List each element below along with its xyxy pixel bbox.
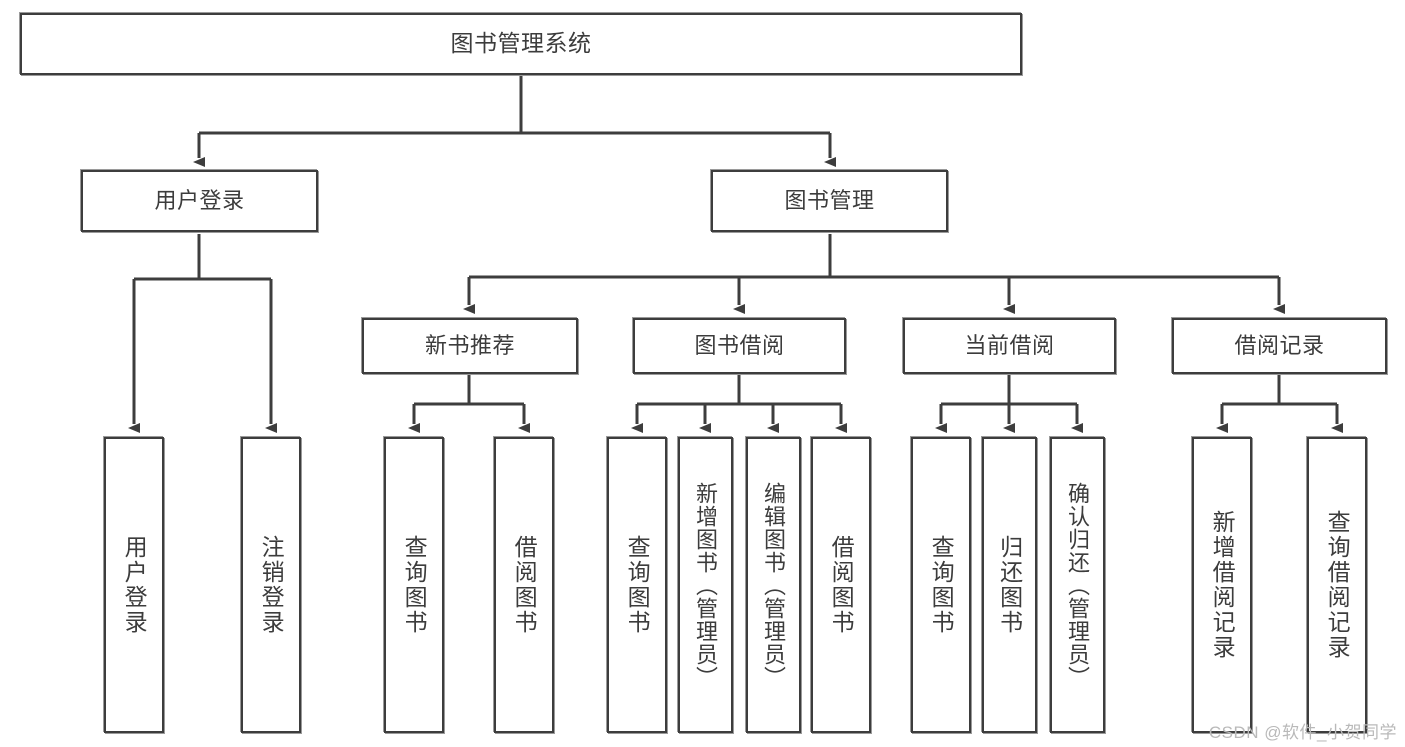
node-label: 图书管理	[784, 188, 875, 214]
node-leaf-query-book-borrow[interactable]: 查询图书	[607, 437, 667, 733]
node-label: 借阅图书	[511, 535, 538, 635]
node-book-management[interactable]: 图书管理	[711, 170, 948, 232]
node-label: 查询图书	[401, 535, 428, 635]
node-label: 查询图书	[624, 535, 651, 635]
node-current-borrow[interactable]: 当前借阅	[903, 318, 1116, 374]
node-new-book-recommend[interactable]: 新书推荐	[362, 318, 578, 374]
node-leaf-user-login[interactable]: 用户登录	[104, 437, 164, 733]
node-user-login[interactable]: 用户登录	[81, 170, 318, 232]
node-label: 用户登录	[121, 535, 148, 635]
node-leaf-confirm-return-admin[interactable]: 确认归还（管理员）	[1050, 437, 1105, 733]
node-label: 编辑图书（管理员）	[761, 481, 787, 689]
node-label: 新增借阅记录	[1209, 510, 1236, 660]
node-label: 查询借阅记录	[1324, 510, 1351, 660]
watermark-text: CSDN @软件_小贺同学	[1208, 723, 1397, 742]
node-leaf-borrow-book-recommend[interactable]: 借阅图书	[494, 437, 554, 733]
node-label: 查询图书	[928, 535, 955, 635]
node-label: 用户登录	[154, 188, 245, 214]
node-label: 图书借阅	[694, 333, 785, 359]
node-leaf-query-borrow-record[interactable]: 查询借阅记录	[1307, 437, 1367, 733]
node-label: 借阅记录	[1234, 333, 1325, 359]
node-leaf-logout[interactable]: 注销登录	[241, 437, 301, 733]
node-leaf-edit-book-admin[interactable]: 编辑图书（管理员）	[746, 437, 801, 733]
node-leaf-add-borrow-record[interactable]: 新增借阅记录	[1192, 437, 1252, 733]
node-label: 当前借阅	[964, 333, 1055, 359]
node-borrow-record[interactable]: 借阅记录	[1172, 318, 1387, 374]
node-label: 确认归还（管理员）	[1065, 481, 1091, 689]
node-leaf-query-book-recommend[interactable]: 查询图书	[384, 437, 444, 733]
node-book-borrow[interactable]: 图书借阅	[633, 318, 846, 374]
node-leaf-add-book-admin[interactable]: 新增图书（管理员）	[678, 437, 733, 733]
node-leaf-borrow-book[interactable]: 借阅图书	[811, 437, 871, 733]
node-root-system[interactable]: 图书管理系统	[20, 13, 1022, 75]
node-label: 图书管理系统	[450, 30, 592, 57]
node-label: 归还图书	[996, 535, 1023, 635]
node-label: 注销登录	[258, 535, 285, 635]
node-label: 新增图书（管理员）	[693, 481, 719, 689]
node-leaf-return-book[interactable]: 归还图书	[982, 437, 1037, 733]
node-leaf-query-book-current[interactable]: 查询图书	[911, 437, 971, 733]
node-label: 新书推荐	[424, 333, 515, 359]
node-label: 借阅图书	[828, 535, 855, 635]
